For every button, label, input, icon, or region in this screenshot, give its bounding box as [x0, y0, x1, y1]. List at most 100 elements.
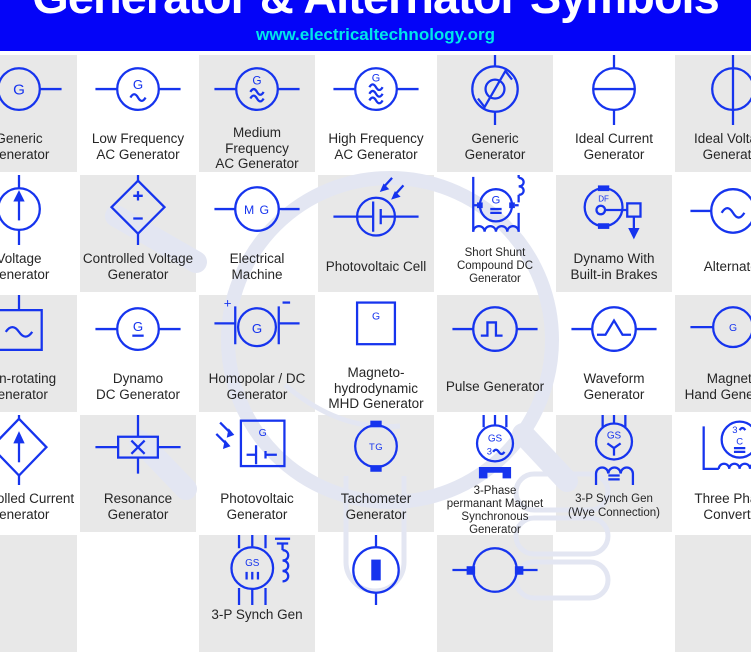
cell-dynamo-brakes: DF Dynamo With Built-in Brakes: [556, 175, 672, 292]
g-circle-icon: G: [0, 55, 64, 125]
homopolar-dc-icon: G+: [212, 295, 302, 365]
svg-text:G: G: [13, 82, 25, 99]
cell-background: [0, 175, 77, 292]
synch-3ph-coil-icon: GS: [212, 535, 302, 605]
symbol-label: Ideal Voltage Generator: [693, 130, 751, 162]
symbol-label: Low Frequency AC Generator: [91, 130, 185, 162]
symbol-label: Medium Frequency AC Generator: [215, 125, 299, 172]
cell-background: [675, 295, 751, 412]
svg-text:G: G: [372, 72, 380, 84]
cell-background: [675, 175, 751, 292]
symbol-label: High Frequency AC Generator: [328, 130, 424, 162]
high-frequency-ac-icon: G: [331, 55, 421, 125]
symbol-label: Controlled Current Generator: [0, 490, 75, 522]
cell-empty: [80, 535, 196, 652]
symbol-label: Generic Generator: [0, 130, 50, 162]
controlled-current-icon: [0, 415, 64, 485]
svg-text:G: G: [252, 73, 261, 87]
magneto-hand-icon: G: [688, 295, 751, 365]
header-banner: Generator & Alternator Symbols www.elect…: [0, 0, 751, 51]
svg-text:C: C: [736, 436, 743, 447]
fuse-generator-icon: [331, 535, 421, 605]
cell-synch-3ph-coil: GS 3-P Synch Gen: [199, 535, 315, 652]
cell-resonance-generator: Resonance Generator: [80, 415, 196, 532]
photovoltaic-cell-icon: [331, 175, 421, 245]
cell-background: [556, 295, 672, 412]
svg-text:+: +: [224, 295, 232, 310]
cell-background: [318, 55, 434, 172]
cell-controlled-voltage: Controlled Voltage Generator: [80, 175, 196, 292]
symbol-label: Magneto Hand Generator: [684, 370, 751, 402]
cell-controlled-current: Controlled Current Generator: [0, 415, 77, 532]
symbol-label: Waveform Generator: [583, 370, 645, 402]
cell-three-phase-converter: 3C Three Phase Converter: [675, 415, 751, 532]
dynamo-dc-icon: G: [93, 295, 183, 365]
brush-generator-icon: [450, 535, 540, 605]
svg-text:G: G: [133, 77, 143, 92]
cell-waveform-generator: Waveform Generator: [556, 295, 672, 412]
cell-high-frequency-ac: G High Frequency AC Generator: [318, 55, 434, 172]
cell-generic-rotary: Generic Generator: [437, 55, 553, 172]
svg-text:DF: DF: [598, 194, 609, 203]
cell-ideal-current: Ideal Current Generator: [556, 55, 672, 172]
cell-empty: [675, 535, 751, 652]
cell-background: [0, 415, 77, 532]
voltage-generator-icon: [0, 175, 64, 245]
symbol-label: Dynamo With Built-in Brakes: [570, 250, 658, 282]
cell-ideal-voltage: Ideal Voltage Generator: [675, 55, 751, 172]
cell-low-frequency-ac: G Low Frequency AC Generator: [80, 55, 196, 172]
controlled-voltage-icon: [93, 175, 183, 245]
waveform-generator-icon: [569, 295, 659, 365]
resonance-generator-icon: [93, 415, 183, 485]
cell-background: [675, 55, 751, 172]
cell-photovoltaic-cell: Photovoltaic Cell: [318, 175, 434, 292]
cell-background: [556, 175, 672, 292]
svg-text:M G: M G: [244, 203, 270, 217]
ideal-current-icon: [569, 55, 659, 125]
page-title: Generator & Alternator Symbols: [0, 0, 751, 20]
symbol-label: Three Phase Converter: [694, 490, 751, 522]
cell-pulse-generator: Pulse Generator: [437, 295, 553, 412]
generic-rotary-icon: [450, 55, 540, 125]
cell-empty: [0, 535, 77, 652]
site-url[interactable]: www.electricaltechnology.org: [256, 25, 495, 44]
cell-magneto-hand: G Magneto Hand Generator: [675, 295, 751, 412]
wye-synch-gen-icon: GS: [569, 415, 659, 485]
cell-brush-generator: [437, 535, 553, 652]
svg-text:TG: TG: [369, 442, 383, 453]
dynamo-brakes-icon: DF: [569, 175, 659, 245]
svg-text:3: 3: [487, 447, 492, 458]
svg-text:GS: GS: [245, 558, 260, 569]
medium-frequency-ac-icon: G: [212, 55, 302, 125]
cell-fuse-generator: [318, 535, 434, 652]
mhd-generator-icon: G: [331, 295, 421, 365]
cell-g-circle: G Generic Generator: [0, 55, 77, 172]
symbol-label: Ideal Current Generator: [574, 130, 654, 162]
svg-text:G: G: [372, 312, 380, 323]
symbol-label: Generic Generator: [464, 130, 526, 162]
pulse-generator-icon: [450, 295, 540, 365]
svg-text:G: G: [252, 321, 262, 336]
symbol-label: 3-P Synch Gen: [211, 607, 303, 622]
electrical-machine-icon: M G: [212, 175, 302, 245]
symbol-label: Voltage Generator: [0, 250, 50, 282]
low-frequency-ac-icon: G: [93, 55, 183, 125]
symbol-label: Alternator: [703, 258, 751, 274]
svg-text:G: G: [729, 323, 737, 334]
cell-homopolar-dc: G+Homopolar / DC Generator: [199, 295, 315, 412]
svg-text:GS: GS: [607, 431, 622, 442]
non-rotating-icon: [0, 295, 64, 365]
cell-alternator: Alternator: [675, 175, 751, 292]
cell-background: [80, 55, 196, 172]
